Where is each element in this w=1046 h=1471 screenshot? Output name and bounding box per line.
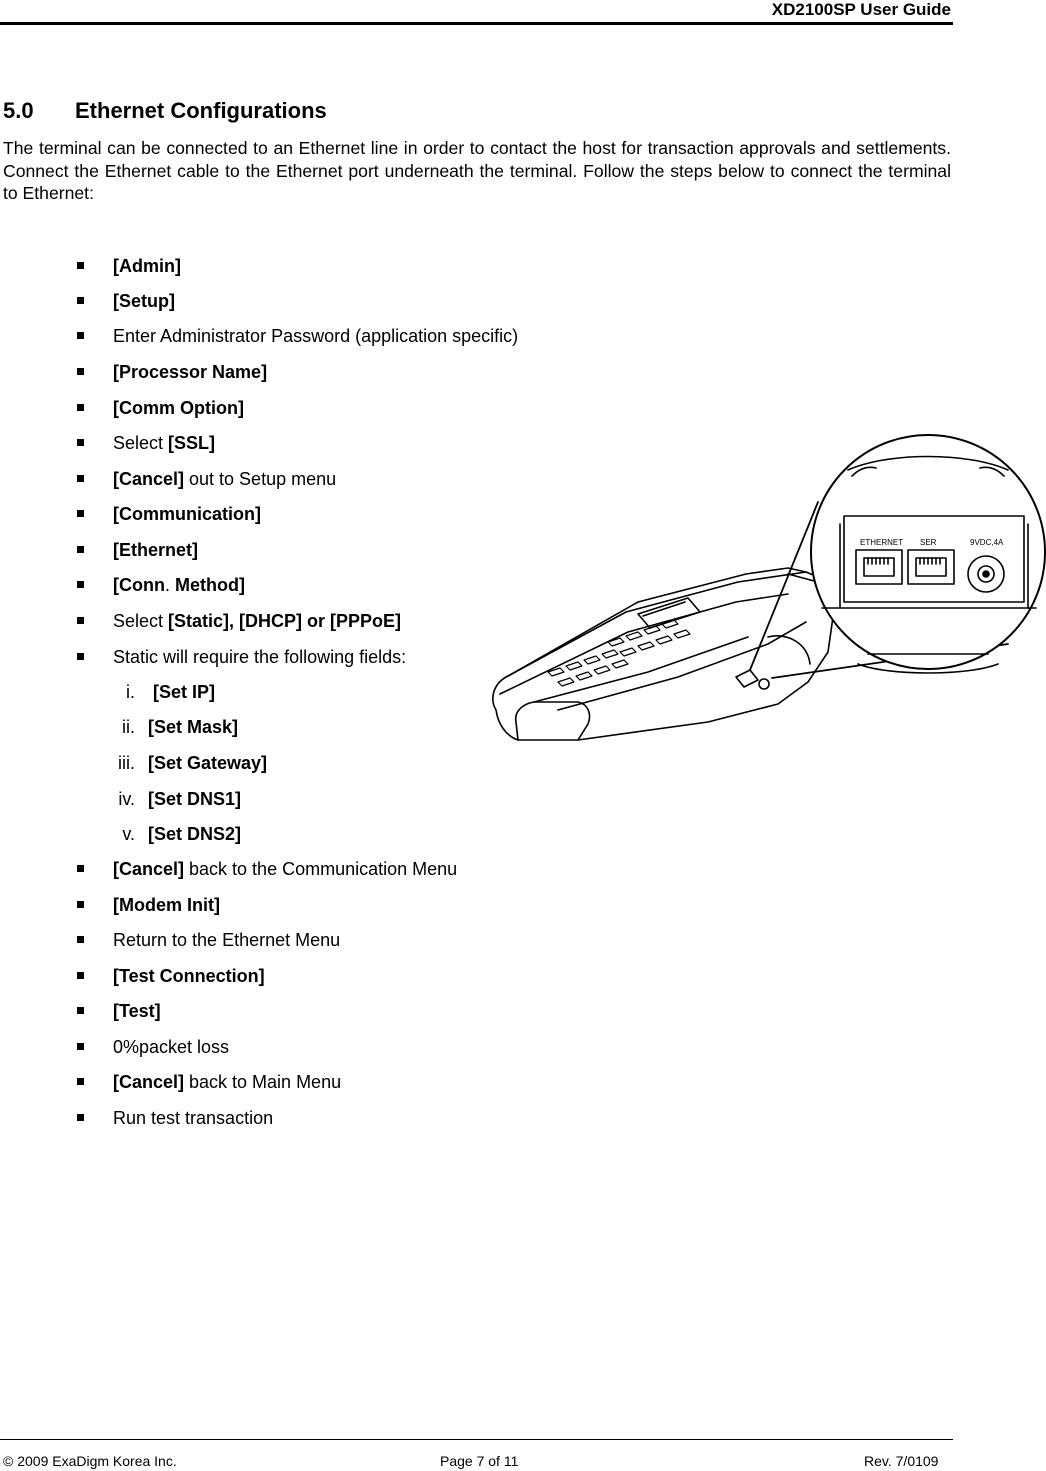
square-bullet-icon: [77, 865, 84, 872]
intro-paragraph: The terminal can be connected to an Ethe…: [3, 138, 951, 203]
footer-divider: [0, 1439, 953, 1440]
section-heading: 5.0 Ethernet Configurations: [3, 98, 327, 124]
footer-copyright: © 2009 ExaDigm Korea Inc.: [3, 1453, 177, 1469]
footer-revision: Rev. 7/0109: [864, 1453, 939, 1469]
step-text: Select: [113, 433, 169, 453]
step-bold: Method]: [170, 575, 245, 595]
sub-step-label: [Set IP]: [153, 682, 216, 702]
step-text: Return to the Ethernet Menu: [113, 930, 341, 950]
step-bold: [Cancel]: [113, 1072, 185, 1092]
payment-terminal-drawing: [492, 567, 839, 741]
step-text: 0%packet loss: [113, 1037, 230, 1057]
power-jack-icon: [967, 555, 1005, 593]
sub-step-label: [Set Gateway]: [148, 753, 268, 773]
square-bullet-icon: [77, 439, 84, 446]
step-bold: [Admin]: [113, 256, 181, 276]
step-bold: [Cancel]: [113, 469, 185, 489]
roman-numeral: ii.: [122, 717, 135, 737]
step-bold: [Setup]: [113, 291, 175, 311]
step-bold: [Communication]: [113, 504, 261, 524]
step-text: back to Main Menu: [184, 1072, 342, 1092]
square-bullet-icon: [77, 368, 84, 375]
square-bullet-icon: [77, 1078, 84, 1085]
square-bullet-icon: [77, 1043, 84, 1050]
square-bullet-icon: [77, 332, 84, 339]
step-bold: [Processor Name]: [113, 362, 268, 382]
step-bold: [Conn: [113, 575, 165, 595]
square-bullet-icon: [77, 404, 84, 411]
square-bullet-icon: [77, 546, 84, 553]
step-bold: [Cancel]: [113, 859, 185, 879]
square-bullet-icon: [77, 972, 84, 979]
square-bullet-icon: [77, 936, 84, 943]
step-text: Run test transaction: [113, 1108, 274, 1128]
step-bold: [Static], [DHCP] or [PPPoE]: [168, 611, 402, 631]
port-label-ethernet: ETHERNET: [860, 538, 903, 547]
square-bullet-icon: [77, 653, 84, 660]
step-text: Static will require the following fields…: [113, 647, 407, 667]
port-label-serial: SER: [920, 538, 937, 547]
ethernet-port-icon: [855, 549, 903, 585]
document-header-title: XD2100SP User Guide: [771, 0, 951, 19]
step-text: back to the Communication Menu: [184, 859, 458, 879]
square-bullet-icon: [77, 475, 84, 482]
roman-numeral: iv.: [118, 789, 135, 809]
roman-numeral: i.: [126, 682, 135, 702]
sub-step-label: [Set Mask]: [148, 717, 239, 737]
square-bullet-icon: [77, 297, 84, 304]
keypad-icon: [547, 619, 691, 687]
square-bullet-icon: [77, 1114, 84, 1121]
square-bullet-icon: [77, 617, 84, 624]
roman-numeral: v.: [122, 824, 135, 844]
step-text: out to Setup menu: [184, 469, 337, 489]
section-number: 5.0: [3, 98, 34, 123]
step-bold: [Comm Option]: [113, 398, 244, 418]
step-text: .: [164, 575, 170, 595]
square-bullet-icon: [77, 510, 84, 517]
serial-port-icon: [907, 549, 955, 585]
roman-numeral: iii.: [118, 753, 135, 773]
sub-step-label: [Set DNS1]: [148, 789, 242, 809]
step-text: Enter Administrator Password (applicatio…: [113, 326, 519, 346]
header-divider: [0, 22, 953, 25]
square-bullet-icon: [77, 262, 84, 269]
section-title: Ethernet Configurations: [75, 98, 327, 123]
square-bullet-icon: [77, 581, 84, 588]
sub-step-label: [Set DNS2]: [148, 824, 242, 844]
step-text: Select: [113, 611, 169, 631]
step-bold: [Ethernet]: [113, 540, 198, 560]
terminal-ethernet-port-illustration: ETHERNET SER 9VDC,4A: [492, 434, 1046, 741]
footer-page-number: Page 7 of 11: [440, 1453, 519, 1469]
step-bold: [Modem Init]: [113, 895, 220, 915]
port-label-power: 9VDC,4A: [970, 538, 1004, 547]
square-bullet-icon: [77, 901, 84, 908]
step-bold: [SSL]: [168, 433, 216, 453]
step-bold: [Test Connection]: [113, 966, 265, 986]
step-bold: [Test]: [113, 1001, 161, 1021]
port-magnified-view: [810, 434, 1046, 674]
square-bullet-icon: [77, 1007, 84, 1014]
